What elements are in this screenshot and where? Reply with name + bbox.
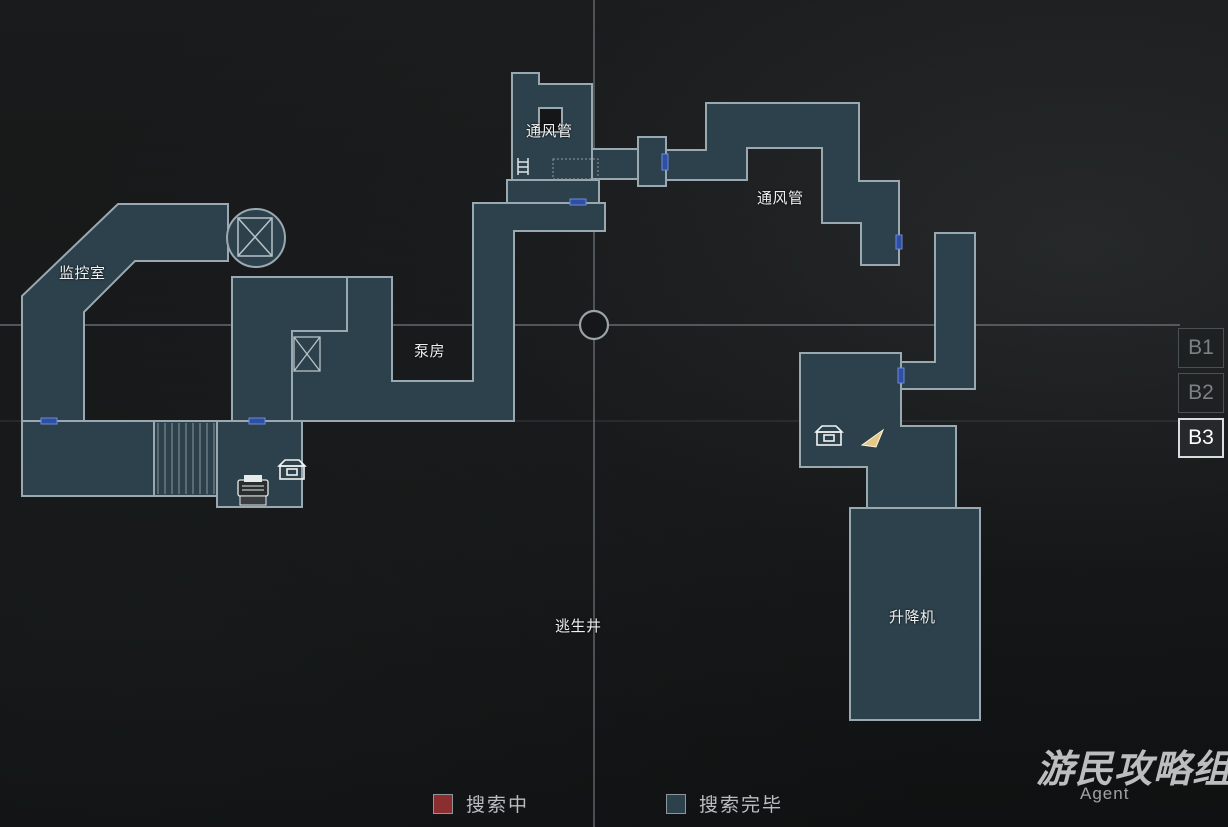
watermark-sub: Agent [1080, 784, 1130, 803]
floor-button-b1[interactable]: B1 [1178, 328, 1224, 368]
legend-searching-swatch [433, 794, 453, 814]
room-east-corridor[interactable] [900, 232, 976, 390]
watermark-logo: 游民攻略组 [1036, 747, 1228, 791]
room-vent-connector[interactable] [591, 148, 641, 180]
room-bottom-left-hall[interactable] [21, 420, 155, 497]
door[interactable] [569, 198, 587, 206]
floor-button-b3[interactable]: B3 [1178, 418, 1224, 458]
legend-searching-label: 搜索中 [466, 794, 530, 816]
room-label-monitor: 监控室 [59, 264, 106, 282]
floor-button-b2[interactable]: B2 [1178, 373, 1224, 413]
room-label-escape-shaft: 逃生井 [555, 617, 602, 635]
door[interactable] [897, 367, 905, 384]
legend-complete-swatch [666, 794, 686, 814]
lift-icon[interactable] [237, 217, 273, 257]
room-label-ventilation-right: 通风管 [757, 189, 804, 207]
door[interactable] [895, 234, 903, 250]
room-elevator[interactable] [849, 507, 981, 721]
ladder-icon [517, 158, 529, 175]
door[interactable] [248, 417, 266, 425]
door[interactable] [40, 417, 58, 425]
room-vent-junction[interactable] [506, 179, 600, 204]
room-label-pump: 泵房 [414, 342, 446, 360]
room-label-ventilation-upper: 通风管 [526, 122, 573, 140]
player-arrow-icon [860, 428, 885, 448]
crosshair-icon [578, 309, 610, 341]
room-monitor[interactable] [21, 203, 229, 422]
item-box-icon[interactable] [277, 459, 307, 480]
room-pump[interactable] [291, 202, 606, 422]
ladder-target-outline [552, 158, 599, 180]
item-box-icon[interactable] [814, 425, 844, 446]
door[interactable] [661, 153, 669, 171]
typewriter-icon[interactable] [237, 475, 269, 506]
small-lift-icon[interactable] [293, 336, 321, 372]
room-ventilation-right[interactable] [665, 102, 900, 266]
stairs-icon [157, 423, 215, 494]
vent-inner-hole [538, 107, 563, 133]
room-label-elevator: 升降机 [889, 608, 936, 626]
legend-complete-label: 搜索完毕 [699, 794, 784, 816]
